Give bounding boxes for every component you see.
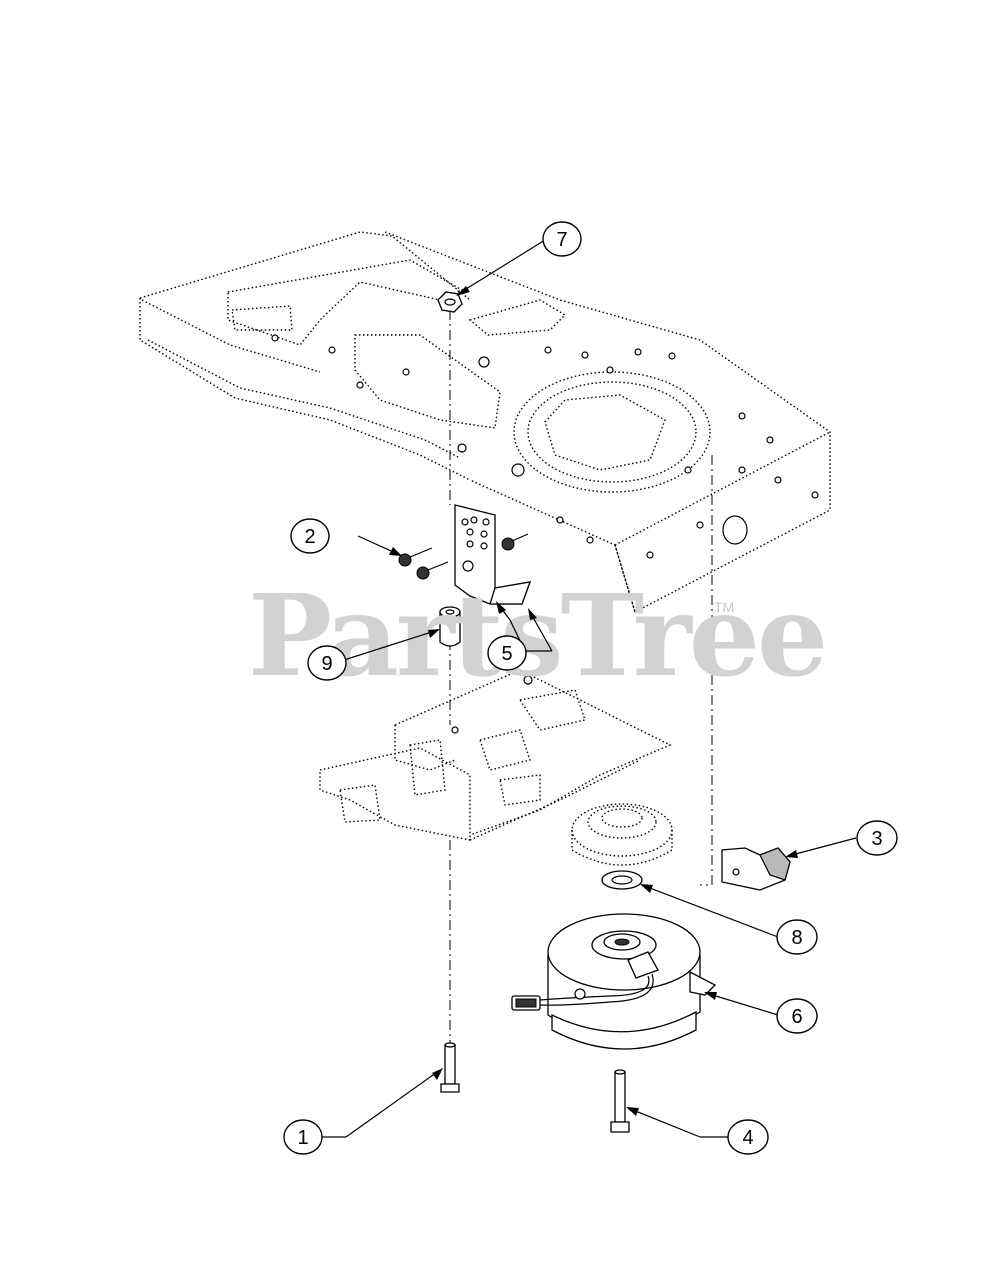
lower-frame-assembly bbox=[319, 669, 672, 841]
callout-2: 2 bbox=[290, 518, 330, 554]
watermark: PartsTree TM bbox=[248, 571, 828, 702]
callout-3: 3 bbox=[856, 820, 898, 856]
part-9-spacer bbox=[439, 606, 461, 647]
callout-7-label: 7 bbox=[556, 229, 567, 251]
part-4-bolt bbox=[610, 1069, 630, 1133]
callout-2-label: 2 bbox=[304, 526, 315, 548]
callout-1-label: 1 bbox=[297, 1127, 308, 1149]
callout-6-label: 6 bbox=[791, 1006, 802, 1028]
center-lines bbox=[449, 310, 713, 1045]
frame-assembly bbox=[139, 231, 831, 614]
callout-5: 5 bbox=[487, 635, 527, 671]
part-6-clutch bbox=[511, 913, 717, 1050]
part-5-bracket bbox=[454, 504, 531, 605]
callout-4-label: 4 bbox=[742, 1127, 753, 1149]
callout-8: 8 bbox=[776, 919, 818, 955]
part-3-bracket bbox=[721, 847, 791, 891]
pulley bbox=[571, 803, 673, 866]
part-8-washer bbox=[601, 870, 643, 890]
callout-4: 4 bbox=[727, 1119, 769, 1155]
frame-holes bbox=[271, 334, 819, 559]
part-7-nut bbox=[437, 291, 463, 313]
leader-lines bbox=[322, 239, 857, 1138]
callout-9: 9 bbox=[307, 645, 347, 681]
part-1-bolt bbox=[440, 1042, 460, 1093]
callout-7: 7 bbox=[542, 221, 582, 257]
callout-5-label: 5 bbox=[501, 643, 512, 665]
callout-9-label: 9 bbox=[321, 653, 332, 675]
callout-6: 6 bbox=[776, 998, 818, 1034]
watermark-brand: PartsTree bbox=[248, 571, 825, 702]
callout-1: 1 bbox=[283, 1119, 323, 1155]
part-2-bolts bbox=[398, 533, 529, 580]
watermark-trademark: TM bbox=[714, 599, 734, 615]
callout-8-label: 8 bbox=[791, 927, 802, 949]
callout-3-label: 3 bbox=[871, 828, 882, 850]
